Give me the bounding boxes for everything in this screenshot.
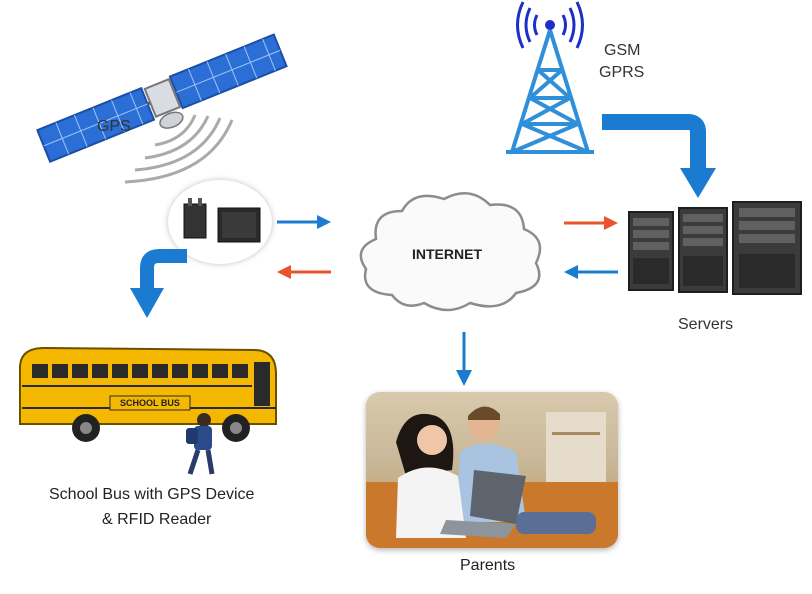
student-icon	[186, 413, 215, 475]
tower-to-servers-arrow	[602, 114, 716, 198]
gsm-label: GSM	[604, 42, 641, 59]
internet-to-parents-arrow	[456, 332, 472, 386]
parents-photo	[366, 392, 618, 548]
school-bus-sign: SCHOOL BUS	[120, 398, 180, 408]
servers-icon	[628, 201, 802, 295]
gps-label: GPS	[97, 118, 131, 135]
servers-label: Servers	[678, 316, 734, 333]
device-to-internet-arrow	[277, 215, 331, 229]
internet-label: INTERNET	[412, 246, 482, 262]
parents-label: Parents	[460, 557, 516, 574]
internet-to-device-arrow	[277, 265, 331, 279]
servers-to-internet-arrow	[564, 265, 618, 279]
bus-caption-line1: School Bus with GPS Device	[49, 486, 255, 503]
gps-device-image	[168, 180, 272, 264]
gps-satellite-icon	[36, 33, 288, 184]
gprs-label: GPRS	[599, 64, 645, 81]
school-bus-image	[19, 346, 277, 442]
gsm-tower-icon	[506, 1, 594, 154]
device-to-bus-arrow	[130, 249, 187, 318]
internet-to-servers-arrow	[564, 216, 618, 230]
internet-cloud-icon	[359, 192, 542, 312]
bus-caption-line2: & RFID Reader	[102, 511, 212, 528]
